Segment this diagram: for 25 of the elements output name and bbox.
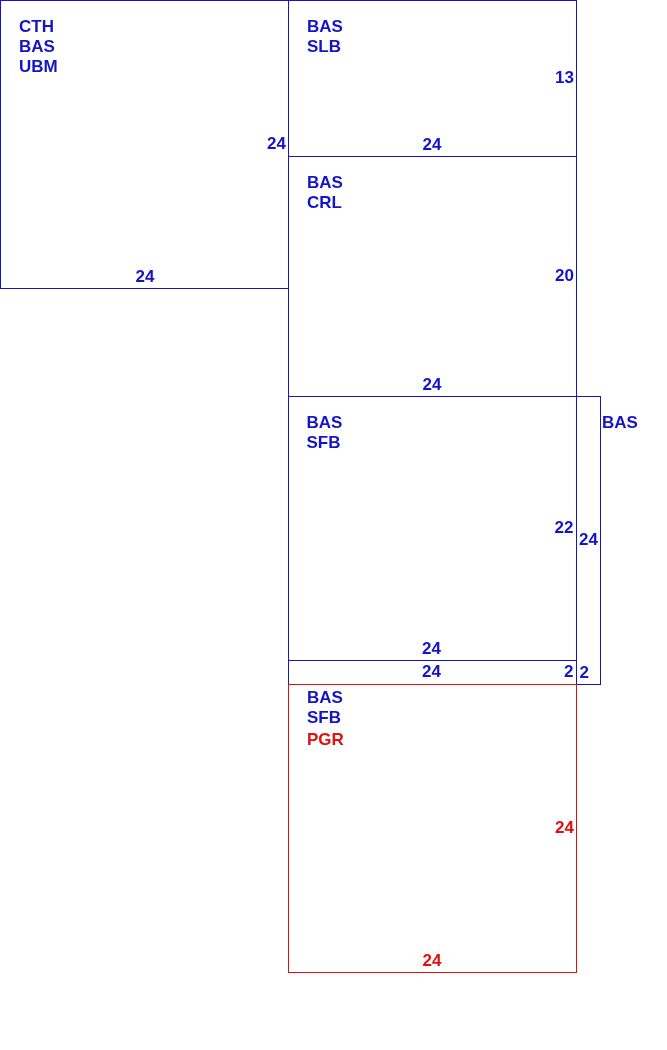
layout-box [288, 156, 577, 397]
dimension-value: 20 [555, 266, 574, 286]
box-label: CTH BAS UBM [19, 17, 58, 77]
dimension-value: 24 [579, 530, 598, 550]
dimension-value: 24 [267, 134, 286, 154]
dimension-value: 24 [422, 375, 442, 395]
dimension-value: 2 [564, 661, 574, 682]
layout-box [288, 684, 577, 973]
dimension-value: 24 [422, 135, 442, 155]
dimension-value: 24 [135, 267, 155, 287]
box-label: PGR [307, 730, 344, 750]
dimension-value: 2 [579, 663, 589, 683]
box-label: BAS SFB [306, 412, 343, 453]
box-label: BAS SFB [307, 688, 343, 728]
dimension-value: 24 [422, 951, 442, 971]
dimension-value: 13 [555, 68, 574, 88]
box-label: BAS [602, 413, 638, 433]
box-label: BAS SLB [307, 17, 343, 57]
dimension-value: 24 [555, 818, 574, 838]
dimension-value: 22 [554, 517, 574, 538]
dimension-value: 24 [422, 638, 441, 659]
box-label: BAS CRL [307, 173, 343, 213]
dimension-value: 24 [422, 661, 441, 682]
layout-box [0, 0, 289, 289]
layout-box [288, 0, 577, 157]
